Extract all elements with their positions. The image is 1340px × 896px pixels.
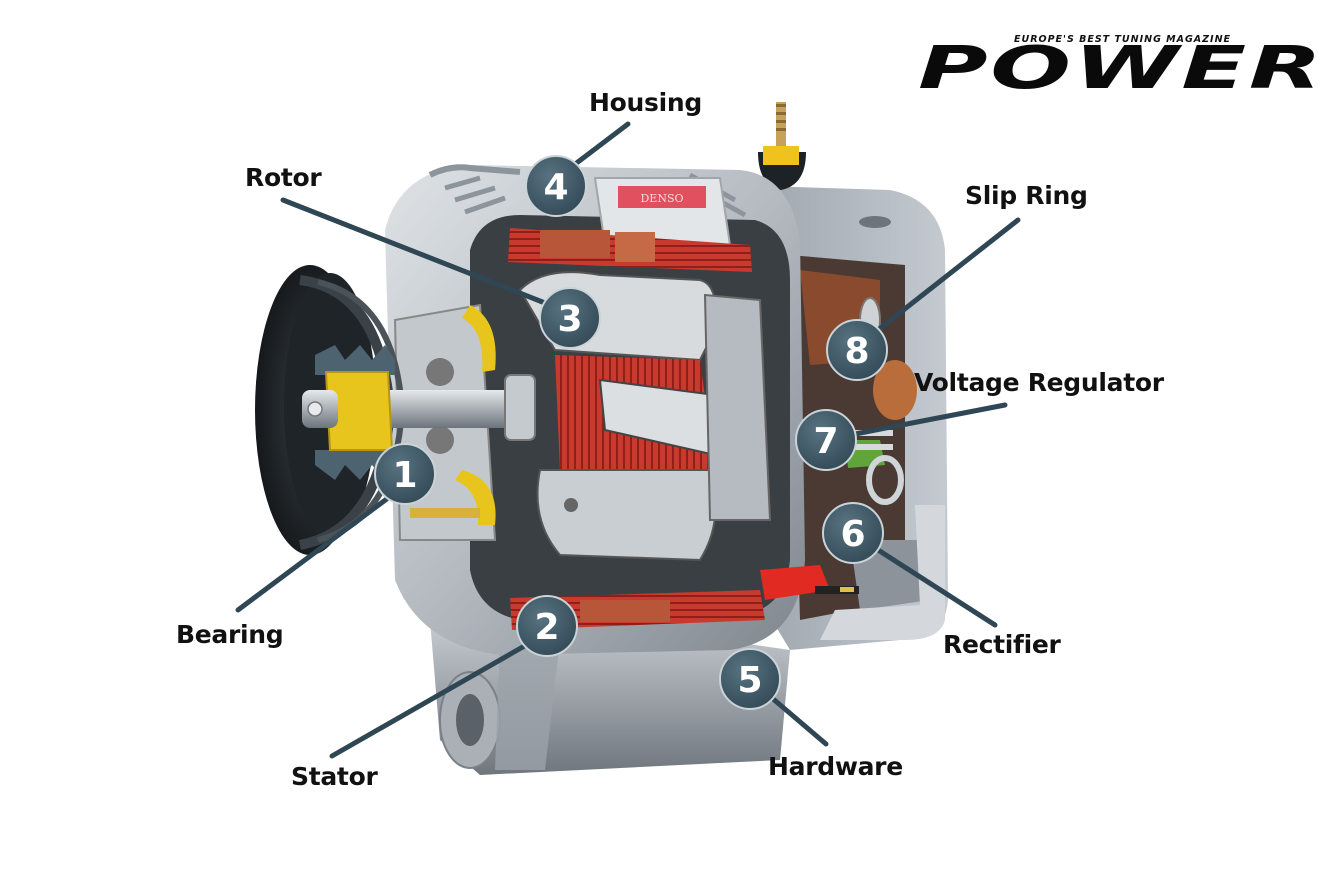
leader-line-4 — [567, 121, 631, 171]
brand-plate: DENSO — [593, 177, 732, 246]
callout-label-stator: Stator — [291, 762, 378, 791]
mounting-bracket — [430, 620, 790, 775]
callout-badge-8[interactable]: 8 — [826, 319, 888, 381]
callout-label-voltage-regulator: Voltage Regulator — [914, 368, 1164, 397]
leader-line-6 — [872, 545, 998, 628]
callout-number-1: 1 — [392, 455, 417, 496]
leader-line-7 — [847, 402, 1008, 438]
callout-badge-6[interactable]: 6 — [822, 502, 884, 564]
terminal-post — [758, 102, 806, 190]
brand-plate-text: DENSO — [640, 192, 683, 205]
logo-wordmark: POWER — [918, 33, 1325, 102]
callout-badge-1[interactable]: 1 — [374, 443, 436, 505]
callout-number-3: 3 — [557, 299, 582, 340]
callout-label-slip-ring: Slip Ring — [965, 181, 1088, 210]
stator-top — [508, 228, 752, 272]
callout-badge-4[interactable]: 4 — [525, 155, 587, 217]
leader-line-3 — [280, 197, 548, 306]
leader-line-5 — [762, 689, 829, 747]
callout-badge-2[interactable]: 2 — [516, 595, 578, 657]
callout-number-8: 8 — [844, 331, 869, 372]
callout-badge-7[interactable]: 7 — [795, 409, 857, 471]
pulley — [255, 265, 406, 555]
callout-label-rectifier: Rectifier — [943, 630, 1061, 659]
callout-label-bearing: Bearing — [176, 620, 284, 649]
callout-label-hardware: Hardware — [768, 752, 903, 781]
callout-badges: 1 2 3 4 5 6 7 — [374, 155, 888, 710]
leader-line-1 — [235, 492, 395, 613]
leader-lines — [235, 121, 1021, 759]
callout-number-7: 7 — [813, 421, 838, 462]
logo-tagline: EUROPE'S BEST TUNING MAGAZINE — [1013, 34, 1232, 45]
stator-bottom — [510, 565, 859, 630]
callout-number-4: 4 — [543, 167, 568, 208]
leader-line-8 — [875, 217, 1021, 333]
callout-label-housing: Housing — [589, 88, 702, 117]
callout-number-2: 2 — [534, 607, 559, 648]
callout-badge-3[interactable]: 3 — [539, 287, 601, 349]
shaft — [302, 371, 536, 451]
callout-number-6: 6 — [840, 514, 865, 555]
callout-badge-5[interactable]: 5 — [719, 648, 781, 710]
callout-label-rotor: Rotor — [245, 163, 322, 192]
leader-line-2 — [329, 641, 531, 759]
callout-number-5: 5 — [737, 660, 762, 701]
